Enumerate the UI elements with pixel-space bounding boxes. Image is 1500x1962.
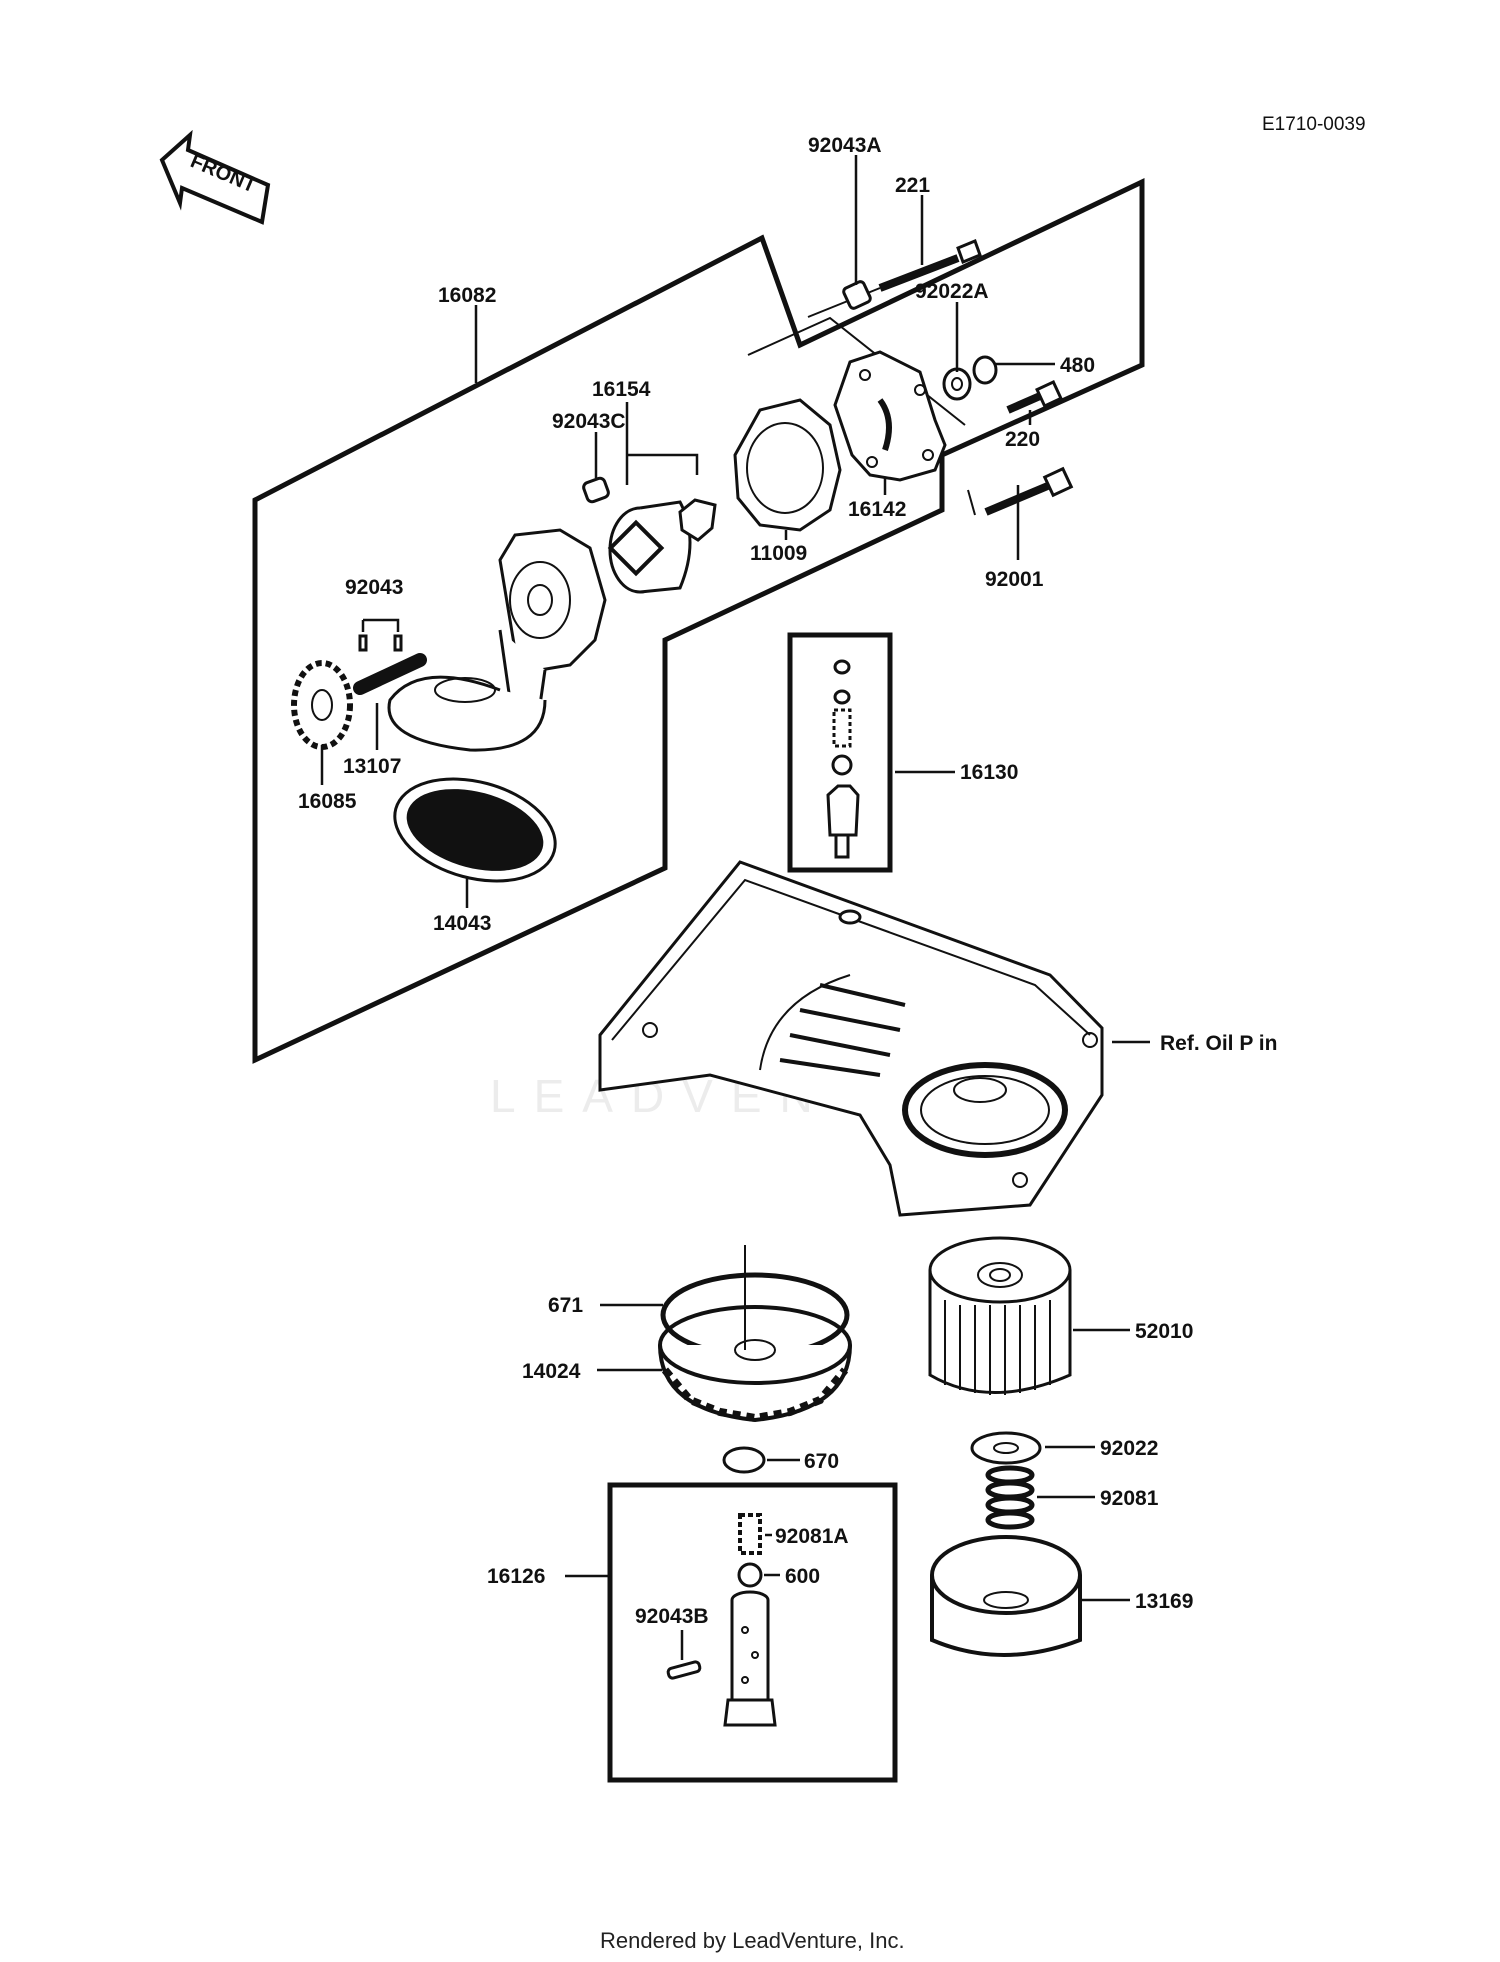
label-220: 220 [1005,428,1040,451]
label-671: 671 [548,1294,583,1317]
label-13107: 13107 [343,755,401,778]
shaft-13107-icon [353,653,427,695]
label-480: 480 [1060,354,1095,377]
label-670: 670 [804,1450,839,1473]
pin-92043C-icon [582,476,610,504]
washer-92022A-hole [951,377,963,391]
diagram-id: E1710-0039 [1262,114,1366,135]
front-arrow-icon: FRONT [159,129,271,225]
label-52010: 52010 [1135,1320,1193,1343]
relief-valve-parts-icon [826,659,860,859]
sprocket-16085-icon [291,660,353,750]
pin-92043A-icon [842,280,872,310]
label-92043: 92043 [345,576,403,599]
pump-body-icon [387,528,607,752]
oil-pan-icon [598,860,1104,1217]
label-13169: 13169 [1135,1590,1193,1613]
ref-oil-pan-label: Ref. Oil P in [1160,1032,1277,1055]
label-11009: 11009 [750,542,807,565]
pin-92043-left-icon [358,634,368,652]
strainer-14024-icon [658,1245,852,1423]
label-92043A: 92043A [808,134,882,157]
bypass-valve-16126-boundary [607,1482,898,1783]
label-16142: 16142 [848,498,906,521]
label-16126: 16126 [487,1565,545,1588]
label-92022: 92022 [1100,1437,1158,1460]
label-92001: 92001 [985,568,1044,591]
label-16085: 16085 [298,790,357,813]
spring-92081-icon [985,1465,1035,1530]
cover-13169-icon [930,1535,1082,1657]
pin-92043B-icon [666,1660,702,1680]
bolt-220-icon [1006,380,1063,414]
label-14043: 14043 [433,912,491,935]
filter-52010-icon [928,1236,1072,1395]
guide-line-lower [967,489,976,516]
gasket-11009-icon [733,398,842,532]
label-92043C: 92043C [552,410,626,433]
bypass-bolt-icon [723,1590,777,1727]
bolt-221-icon [878,239,982,292]
ball-600-icon [737,1562,763,1588]
washer-92022-icon [970,1431,1042,1465]
label-600: 600 [785,1565,820,1588]
label-221: 221 [895,174,930,197]
label-16154: 16154 [592,378,651,401]
bolt-92001-icon [984,466,1074,516]
label-16130: 16130 [960,761,1018,784]
label-92022A: 92022A [915,280,989,303]
pin-92043-right-icon [393,634,403,652]
label-14024: 14024 [522,1360,581,1383]
washer-670-icon [722,1446,766,1474]
label-16082: 16082 [438,284,496,307]
washer-92022A-icon [942,367,972,401]
spring-92081A-icon [738,1513,762,1555]
footer-credit: Rendered by LeadVenture, Inc. [600,1928,905,1953]
label-92081: 92081 [1100,1487,1159,1510]
ring-480-icon [972,355,998,385]
cover-plate-16142-icon [833,350,947,482]
label-92081A: 92081A [775,1525,849,1548]
leader-lines [320,155,1150,1660]
screen-14043-icon [393,777,557,883]
label-92043B: 92043B [635,1605,709,1628]
rotor-16154-icon [607,498,717,594]
relief-valve-16130-boundary [787,632,893,873]
